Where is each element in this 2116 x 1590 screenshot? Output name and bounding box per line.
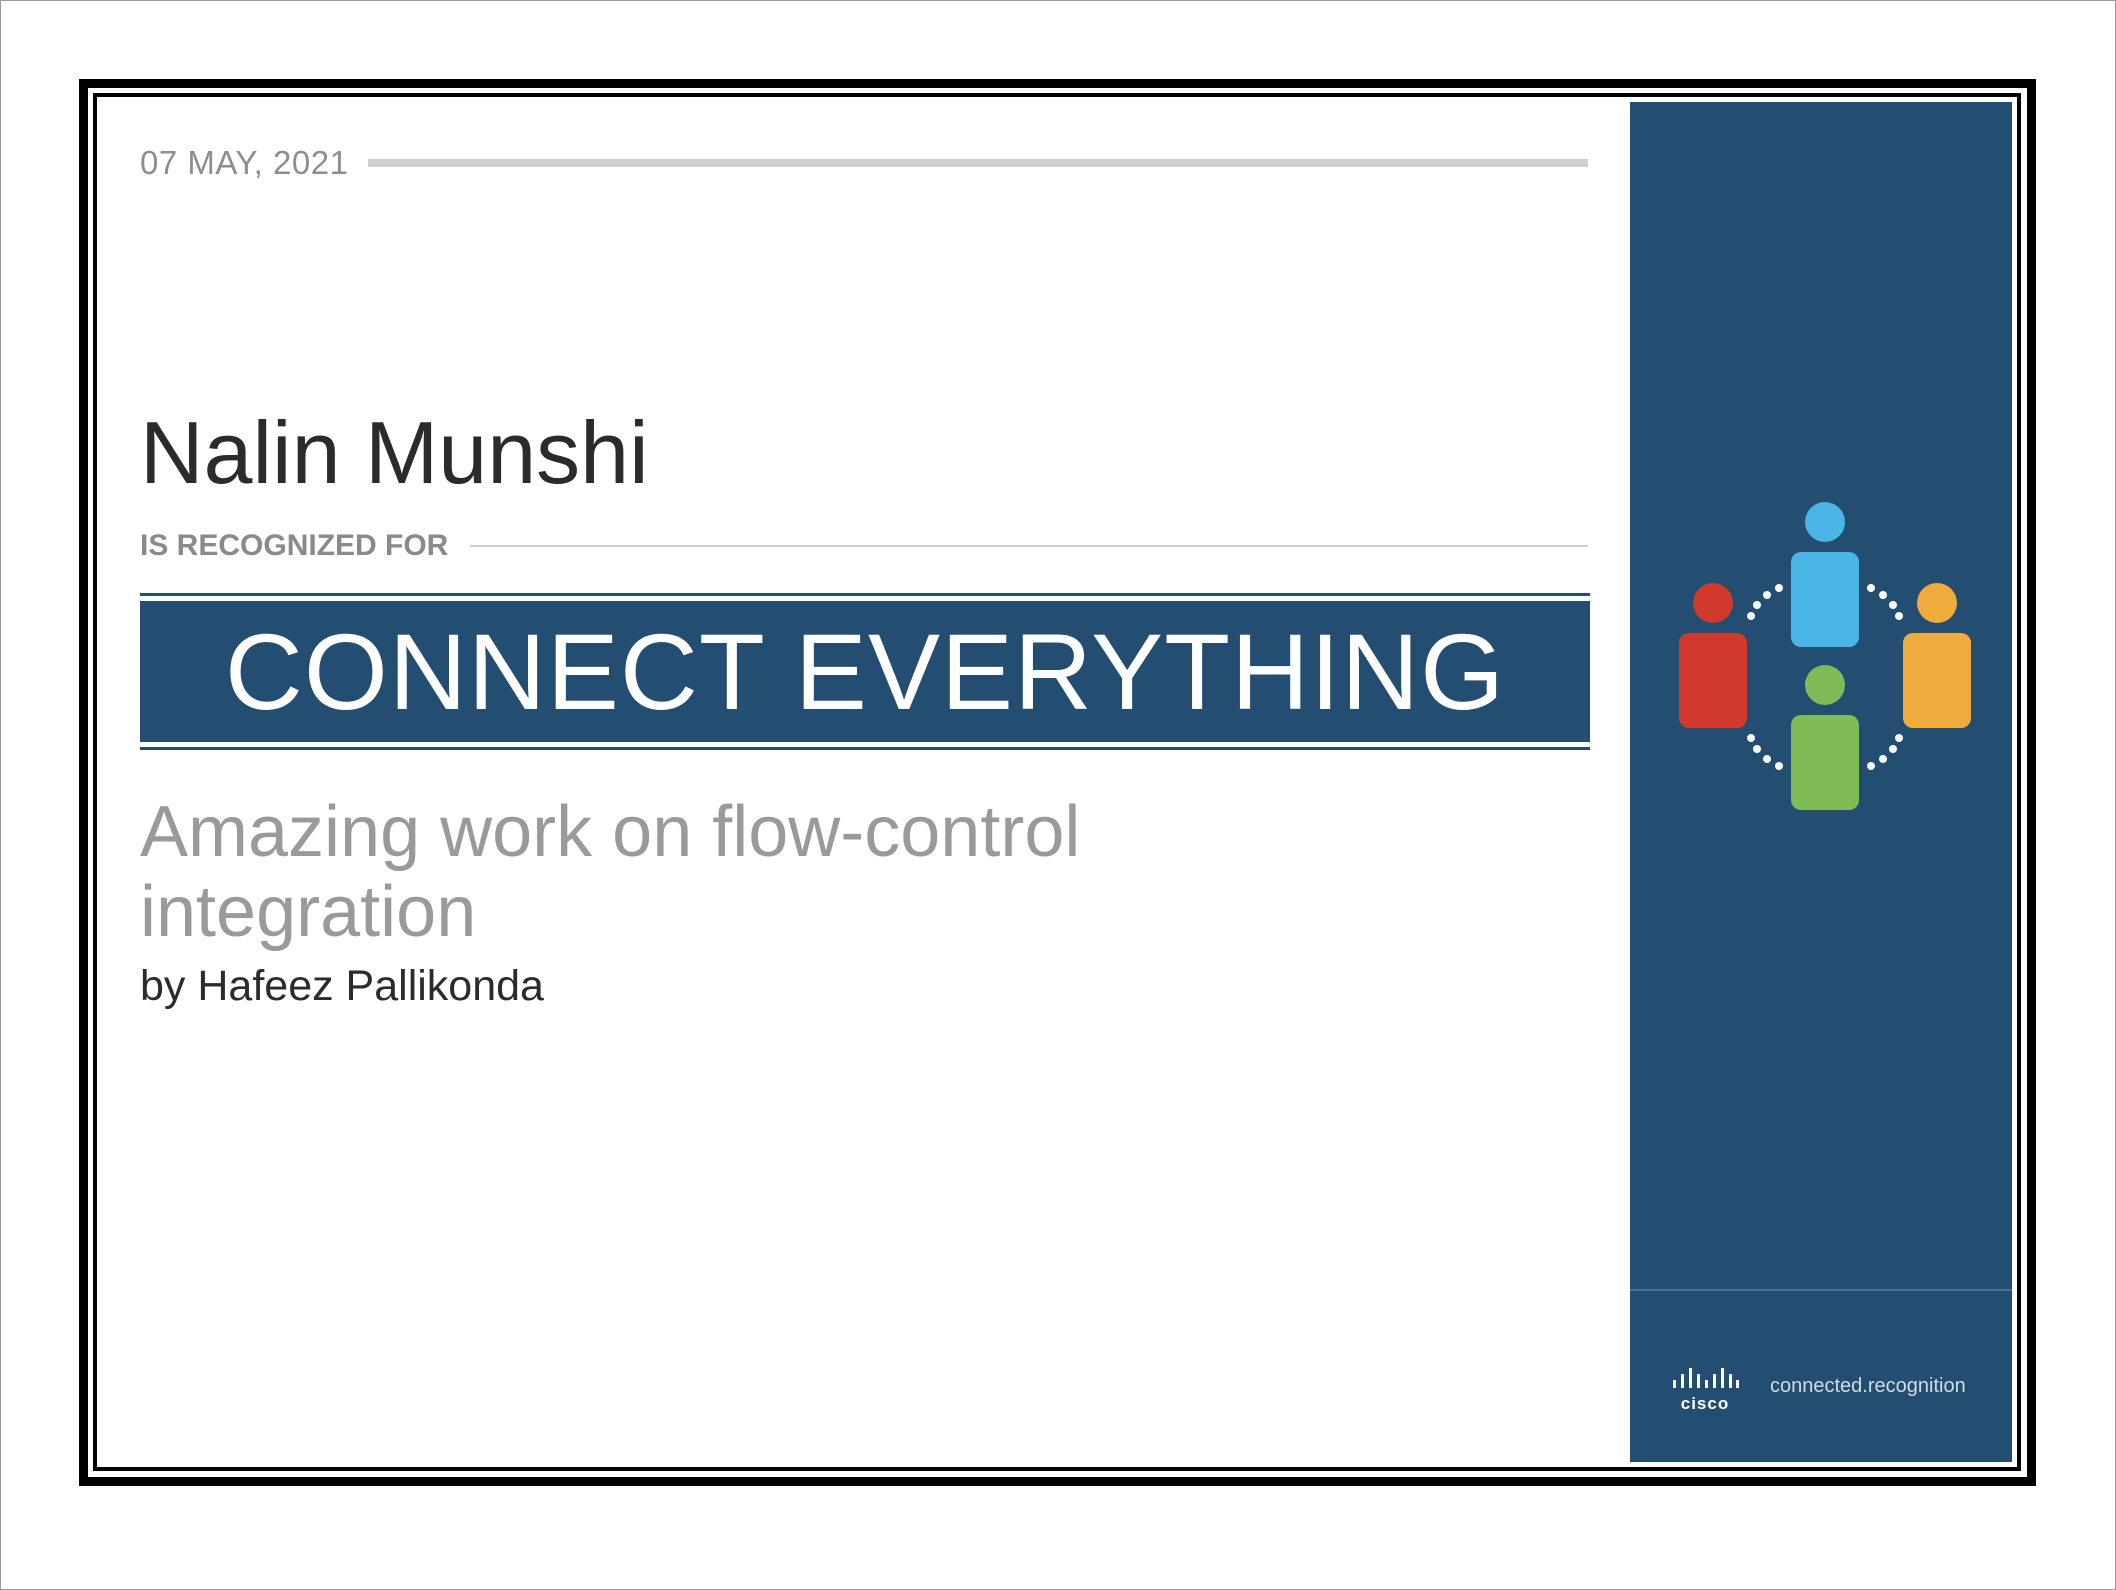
certificate-frame-inner (93, 93, 2021, 1471)
certificate: 07 MAY, 2021 Nalin Munshi IS RECOGNIZED … (102, 102, 2012, 1462)
recognized-row: IS RECOGNIZED FOR (140, 526, 1588, 566)
cisco-bars-icon (1673, 1368, 1739, 1388)
award-rule-top (140, 593, 1590, 596)
side-panel: cisco connected.recognition (1630, 102, 2012, 1462)
giver-name: by Hafeez Pallikonda (140, 962, 544, 1010)
certificate-frame-outer (79, 79, 2036, 1486)
award-title: CONNECT EVERYTHING (224, 611, 1506, 732)
award-box: CONNECT EVERYTHING (140, 601, 1590, 742)
date-divider (368, 159, 1588, 167)
certificate-date: 07 MAY, 2021 (140, 144, 349, 181)
recognized-divider (470, 545, 1588, 547)
recipient-name: Nalin Munshi (140, 403, 649, 502)
panel-divider (1630, 1289, 2012, 1291)
cisco-logo-text: cisco (1680, 1394, 1730, 1413)
award-banner: CONNECT EVERYTHING (140, 593, 1590, 750)
date-row: 07 MAY, 2021 (140, 140, 1588, 186)
award-rule-bottom (140, 747, 1590, 750)
recognition-message: Amazing work on flow-control integration (140, 792, 1081, 952)
recognized-label: IS RECOGNIZED FOR (140, 529, 449, 562)
people-circle-icon (1679, 502, 1971, 810)
brand-tagline: connected.recognition (1770, 1375, 1966, 1397)
